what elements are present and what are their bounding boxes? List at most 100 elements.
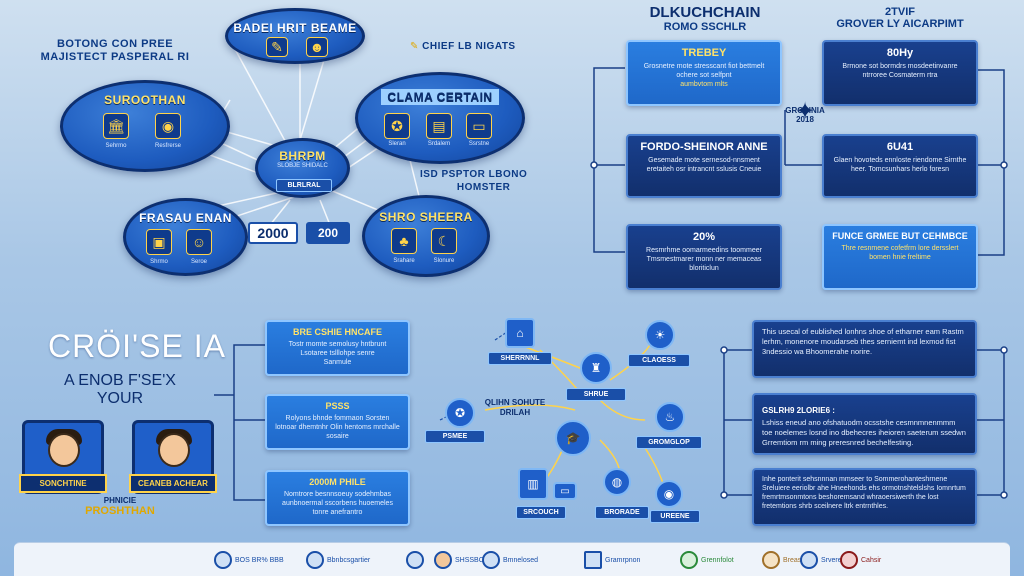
footer-logo-3[interactable]	[406, 551, 424, 569]
bottom-left-caption-line1: PHNICIE	[103, 496, 137, 505]
tr-box-left-1-note: aumbvtom mlts	[680, 81, 728, 88]
tr-box-left-2[interactable]: FORDO-SHEINOR ANNE Gesemade mote serneso…	[626, 134, 782, 198]
bottom-left-subtitle-line2: YOUR	[96, 390, 144, 407]
tr-box-right-1[interactable]: 80Hy Brmone sot bormdrs mosdeetinvanre n…	[822, 40, 978, 106]
network-node-graduate[interactable]: 🎓	[555, 420, 591, 456]
bm-box-2[interactable]: PSSS Rolyons bhnde fommaon Sorsten lotno…	[265, 394, 410, 450]
moon-icon: ☾	[431, 228, 457, 254]
cloud-center[interactable]: BHRPM SLOBJE SHIDALC BLRLRAL	[255, 138, 350, 198]
footer-logo-4[interactable]: SHSSBON	[434, 551, 489, 569]
cloud-right[interactable]: CLAMA CERTAIN ✪ ▤ ▭ Sleran Srdalem Ssrst…	[355, 72, 525, 164]
cloud-center-caption: BLRLRAL	[276, 179, 332, 192]
br-box-3[interactable]: Inhe ponterit sehsnnnan mmseer to Sommer…	[752, 468, 977, 526]
footer-logo-7-label: Grennfolot	[701, 556, 734, 564]
br-box-2-title: GSLRH9 2LORIE6 :	[762, 406, 835, 415]
network-node-building[interactable]: ⌂	[505, 318, 535, 348]
tr-box-right-2[interactable]: 6U41 Glaen hovoteds ennloste riendome Si…	[822, 134, 978, 198]
bm-box-2-text: Rolyons bhnde fommaon Sorsten lotnoar dh…	[275, 415, 400, 440]
network-node-laptop[interactable]: ▭	[553, 482, 577, 500]
bm-box-2-title: PSSS	[325, 401, 350, 411]
footer-logo-9[interactable]: Srvere	[800, 551, 842, 569]
network-node-tower[interactable]: ♜	[580, 352, 612, 384]
br-box-1[interactable]: This usecal of eublished lonhns shoe of …	[752, 320, 977, 378]
top-right-heading-line2: GROVER LY AICARPIMT	[836, 18, 964, 30]
footer-logo-5-label: Bmnelosed	[503, 556, 539, 564]
tr-box-left-3[interactable]: 20% Resmrhme oomarmeedins toommeer Tmsme…	[626, 224, 782, 290]
tr-box-left-1-text: Grosnetre mote stresscant fiot bettmelt …	[643, 63, 765, 79]
cloud-bottom-left-item-1: Shrmo	[150, 259, 168, 265]
cloud-main-item-2: Resfrerse	[154, 143, 181, 149]
bm-box-1-text: Tostr momte semolusy hntbrunt Lsotaree t…	[288, 341, 387, 357]
logo-icon	[840, 551, 858, 569]
avatar-1-face	[48, 433, 80, 467]
bottom-left-caption: PHNICIE PROSHTHAN	[60, 496, 180, 517]
top-right-title-line2: ROMO SSCHLR	[663, 21, 747, 33]
bm-box-3-title: 2000M PHILE	[309, 477, 366, 487]
center-badge-line2: 2018	[796, 115, 814, 124]
cloud-bottom-right[interactable]: SHRO SHEERA ♣ ☾ Srahare Slonure	[362, 195, 490, 277]
cloud-bottom-right-item-1: Srahare	[393, 258, 415, 264]
student-icon: ☺	[186, 229, 212, 255]
cloud-center-title: BHRPM	[279, 149, 326, 163]
cloud-right-title: CLAMA CERTAIN	[381, 89, 499, 105]
tr-box-right-3[interactable]: FUNCE GRMEE BUT CEHMBCE Thre resnmene co…	[822, 224, 978, 290]
medal-icon: ✪	[384, 113, 410, 139]
cloud-main-title: SUROOTHAN	[104, 93, 186, 107]
network-tag-8: UREENE	[650, 510, 700, 523]
footer-logo-1[interactable]: BOS BR% BBB	[214, 551, 284, 569]
top-right-title-line1: DLKUCHCHAIN	[649, 4, 761, 21]
network-node-lightbulb[interactable]: ☀	[645, 320, 675, 350]
tablet-icon: ▭	[466, 113, 492, 139]
br-box-1-text: This usecal of eublished lonhns shoe of …	[762, 327, 964, 356]
footer-logo-8[interactable]: Breas	[762, 551, 801, 569]
network-node-lamp[interactable]: ♨	[655, 402, 685, 432]
tr-box-left-2-text: Gesemade mote sernesod-nnsment eretaiteh…	[646, 157, 762, 173]
homster-label: HOMSTER	[456, 182, 511, 193]
network-node-world[interactable]: ◍	[603, 468, 631, 496]
footer-logo-2[interactable]: Bbnbcsgartier	[306, 551, 370, 569]
logo-icon	[680, 551, 698, 569]
network-node-globe[interactable]: ◉	[655, 480, 683, 508]
cloud-top[interactable]: BADEI HRIT BEAME ✎ ☻	[225, 8, 365, 64]
value-pill-200: 200	[306, 222, 350, 244]
avatar-card-2[interactable]: CEANEB ACHEAR	[129, 420, 217, 494]
avatar-card-1[interactable]: SONCHTINE	[19, 420, 107, 494]
network-node-badge[interactable]: ✪	[445, 398, 475, 428]
network-center-label: QLIHN SOHUTE DRILAH	[480, 398, 550, 418]
bottom-left-caption-line2: PROSHTHAN	[85, 505, 155, 517]
psptor-label: ISD PSPTOR LBONO HOMSTER	[420, 168, 527, 194]
network-center-label-line1: QLIHN SOHUTE	[484, 398, 546, 407]
footer-logo-1-label: BOS BR% BBB	[235, 556, 284, 564]
tr-box-right-1-text: Brmone sot bormdrs mosdeetinvanre ntrror…	[842, 63, 958, 79]
network-node-clipboard[interactable]: ▥	[518, 468, 548, 500]
cloud-bottom-left[interactable]: FRASAU ENAN ▣ ☺ Shrmo Seroe	[123, 198, 248, 276]
tree-icon: ♣	[391, 228, 417, 254]
sparkle-icon: ✦	[794, 98, 816, 125]
tr-box-left-2-title: FORDO-SHEINOR ANNE	[640, 141, 768, 153]
footer-logo-6[interactable]: Gramrpnon	[584, 551, 640, 569]
logo-icon	[406, 551, 424, 569]
footer-logo-8-label: Breas	[783, 556, 802, 564]
br-box-2[interactable]: GSLRH9 2LORIE6 : Lshiss eneud ano ofshat…	[752, 393, 977, 455]
bm-box-3[interactable]: 2000M PHILE Nomtrore besnnsoeuy sodehmba…	[265, 470, 410, 526]
top-left-heading: BOTONG CON PREE MAJISTECT PASPERAL RI	[40, 38, 190, 64]
tr-box-left-1[interactable]: TREBEY Grosnetre mote stresscant fiot be…	[626, 40, 782, 106]
bm-box-1[interactable]: BRE CSHIE HNCAFE Tostr momte semolusy hn…	[265, 320, 410, 376]
footer-logo-5[interactable]: Bmnelosed	[482, 551, 538, 569]
logo-icon	[214, 551, 232, 569]
bottom-left-subtitle: A ENOB F'SE'X YOUR	[60, 372, 180, 408]
footer-logo-10[interactable]: Cahsir	[840, 551, 881, 569]
avatar-1-name: SONCHTINE	[19, 474, 107, 493]
tr-box-right-3-text: Thre resnmene cofetfrm lore dersslert bo…	[841, 245, 959, 261]
avatar-2-face	[158, 433, 190, 467]
building-icon: 🏛	[103, 113, 129, 139]
chief-label-text: CHIEF LB NIGATS	[422, 41, 516, 52]
cloud-main[interactable]: SUROOTHAN 🏛 ◉ Sehrmo Resfrerse	[60, 80, 230, 172]
br-box-2-text: Lshiss eneud ano ofshatuodm ocsstshe ces…	[762, 418, 966, 447]
bottom-left-title: CRÖI'SE IA	[48, 328, 226, 364]
footer-logo-7[interactable]: Grennfolot	[680, 551, 734, 569]
logo-icon	[482, 551, 500, 569]
logo-icon	[584, 551, 602, 569]
pencil-icon: ✎	[410, 41, 419, 52]
logo-icon	[800, 551, 818, 569]
